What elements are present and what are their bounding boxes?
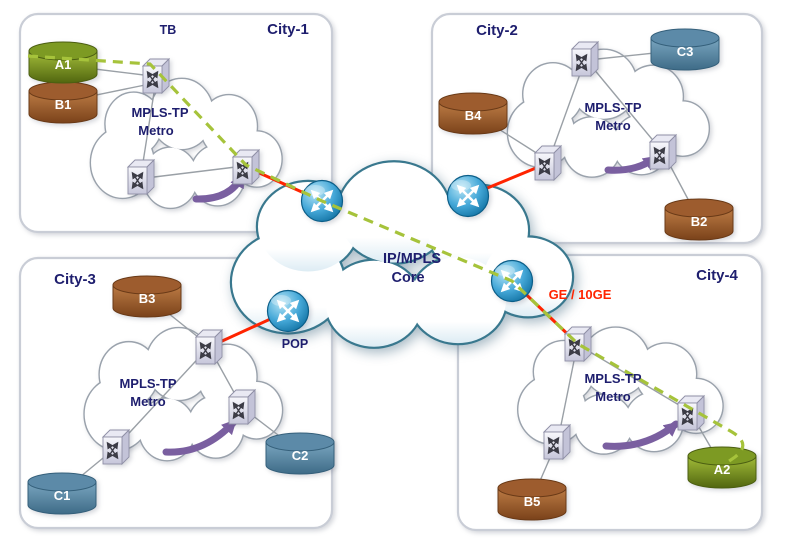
switch-icon: [103, 430, 129, 464]
city-1-label: City-1: [267, 21, 309, 38]
metro-label-line2: Metro: [595, 118, 630, 133]
tb-annotation: TB: [160, 23, 177, 37]
switch-icon: [535, 146, 561, 180]
core-label-line2: Core: [391, 270, 424, 286]
database-node: C3: [650, 28, 720, 71]
link-speed-label: GE / 10GE: [549, 287, 612, 302]
tunnel-arrow-city-3: [162, 418, 238, 456]
city-2-label: City-2: [476, 22, 518, 39]
switch-icon: [233, 150, 259, 184]
database-node: B2: [664, 198, 734, 241]
switch-icon: [650, 135, 676, 169]
database-node: A1: [28, 41, 98, 84]
endpoints: B1 A1 C3 B4 B2 B3 C2 C1: [27, 28, 757, 521]
metro-label-line1: MPLS-TP: [584, 100, 641, 115]
database-node: B3: [112, 275, 182, 318]
database-label: B5: [524, 494, 541, 509]
switch-icon: [544, 425, 570, 459]
metro-link: [117, 349, 207, 446]
metro-link: [548, 62, 585, 161]
database-node: C1: [27, 472, 97, 515]
switch-icon: [572, 42, 598, 76]
router-icon: [448, 176, 489, 217]
labels: City-1 City-2 City-3 City-4 TB MPLS-TP M…: [54, 21, 738, 409]
database-label: B4: [465, 108, 482, 123]
city-3-label: City-3: [54, 271, 96, 288]
database-node: B4: [438, 92, 508, 135]
tunnel-arrow-city-4: [602, 420, 680, 450]
metro-link: [587, 61, 662, 151]
database-label: C2: [292, 448, 309, 463]
database-label: B3: [139, 291, 156, 306]
database-label: C1: [54, 488, 71, 503]
metro-label-line1: MPLS-TP: [119, 376, 176, 391]
database-node: B5: [497, 478, 567, 521]
router-icon-pop: [268, 291, 309, 332]
city-4-label: City-4: [696, 267, 738, 284]
database-node: C2: [265, 432, 335, 475]
metro-label-line2: Metro: [595, 389, 630, 404]
database-label: A2: [714, 462, 731, 477]
database-label: A1: [55, 57, 72, 72]
database-label: C3: [677, 44, 694, 59]
metro-label-line2: Metro: [138, 123, 173, 138]
database-label: B1: [55, 97, 72, 112]
core-label-line1: IP/MPLS: [383, 251, 441, 267]
pop-label: POP: [282, 337, 308, 351]
database-label: B2: [691, 214, 708, 229]
database-node: B1: [28, 81, 98, 124]
metro-label-line1: MPLS-TP: [131, 105, 188, 120]
metro-label-line1: MPLS-TP: [584, 371, 641, 386]
switch-icon: [196, 330, 222, 364]
metro-link: [145, 165, 245, 179]
service-path: [27, 54, 745, 466]
switch-icon: [229, 390, 255, 424]
switch-icon: [565, 327, 591, 361]
metro-link: [557, 345, 578, 441]
metro-label-line2: Metro: [130, 394, 165, 409]
database-node: A2: [687, 446, 757, 489]
metro-link: [140, 79, 157, 176]
switch-icon: [128, 160, 154, 194]
